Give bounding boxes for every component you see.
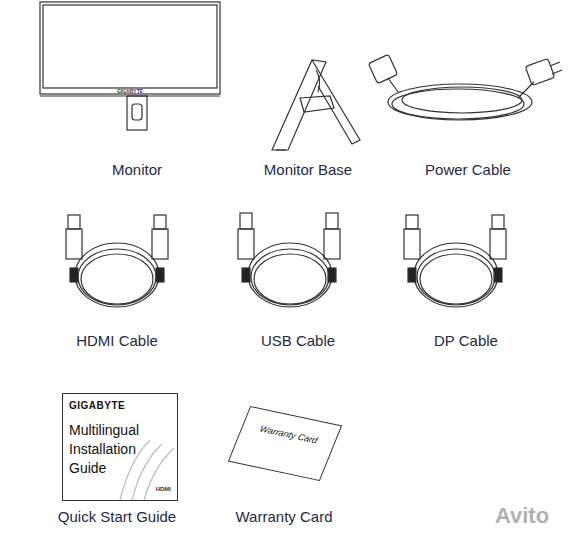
item-caption: Monitor [112,161,162,179]
warranty-card: Warranty Card [228,406,342,481]
item-caption: Quick Start Guide [58,508,176,526]
item-caption: Warranty Card [236,508,333,526]
dp-cable-drawing [404,215,506,307]
item-caption: Power Cable [425,161,511,179]
brand-mark: GIGABYTE [117,88,143,94]
quick-start-booklet: GIGABYTE Multilingual Installation GuideH… [62,393,178,501]
power-cable-drawing [368,54,562,120]
usb-cable-drawing [238,213,340,307]
watermark: Avito [495,503,549,529]
node-text: Multilingual Installation Guide [69,421,165,478]
item-caption: Monitor Base [264,161,352,179]
node-heading: Warranty Card [248,422,330,448]
node-heading: GIGABYTE [69,400,177,411]
hdmi-cable-drawing [66,215,168,307]
node-text: HDMI [63,486,171,492]
monitor-drawing [40,2,220,130]
item-caption: DP Cable [434,332,498,350]
monitor-base-drawing [272,60,360,150]
item-caption: HDMI Cable [76,332,158,350]
item-caption: USB Cable [261,332,335,350]
